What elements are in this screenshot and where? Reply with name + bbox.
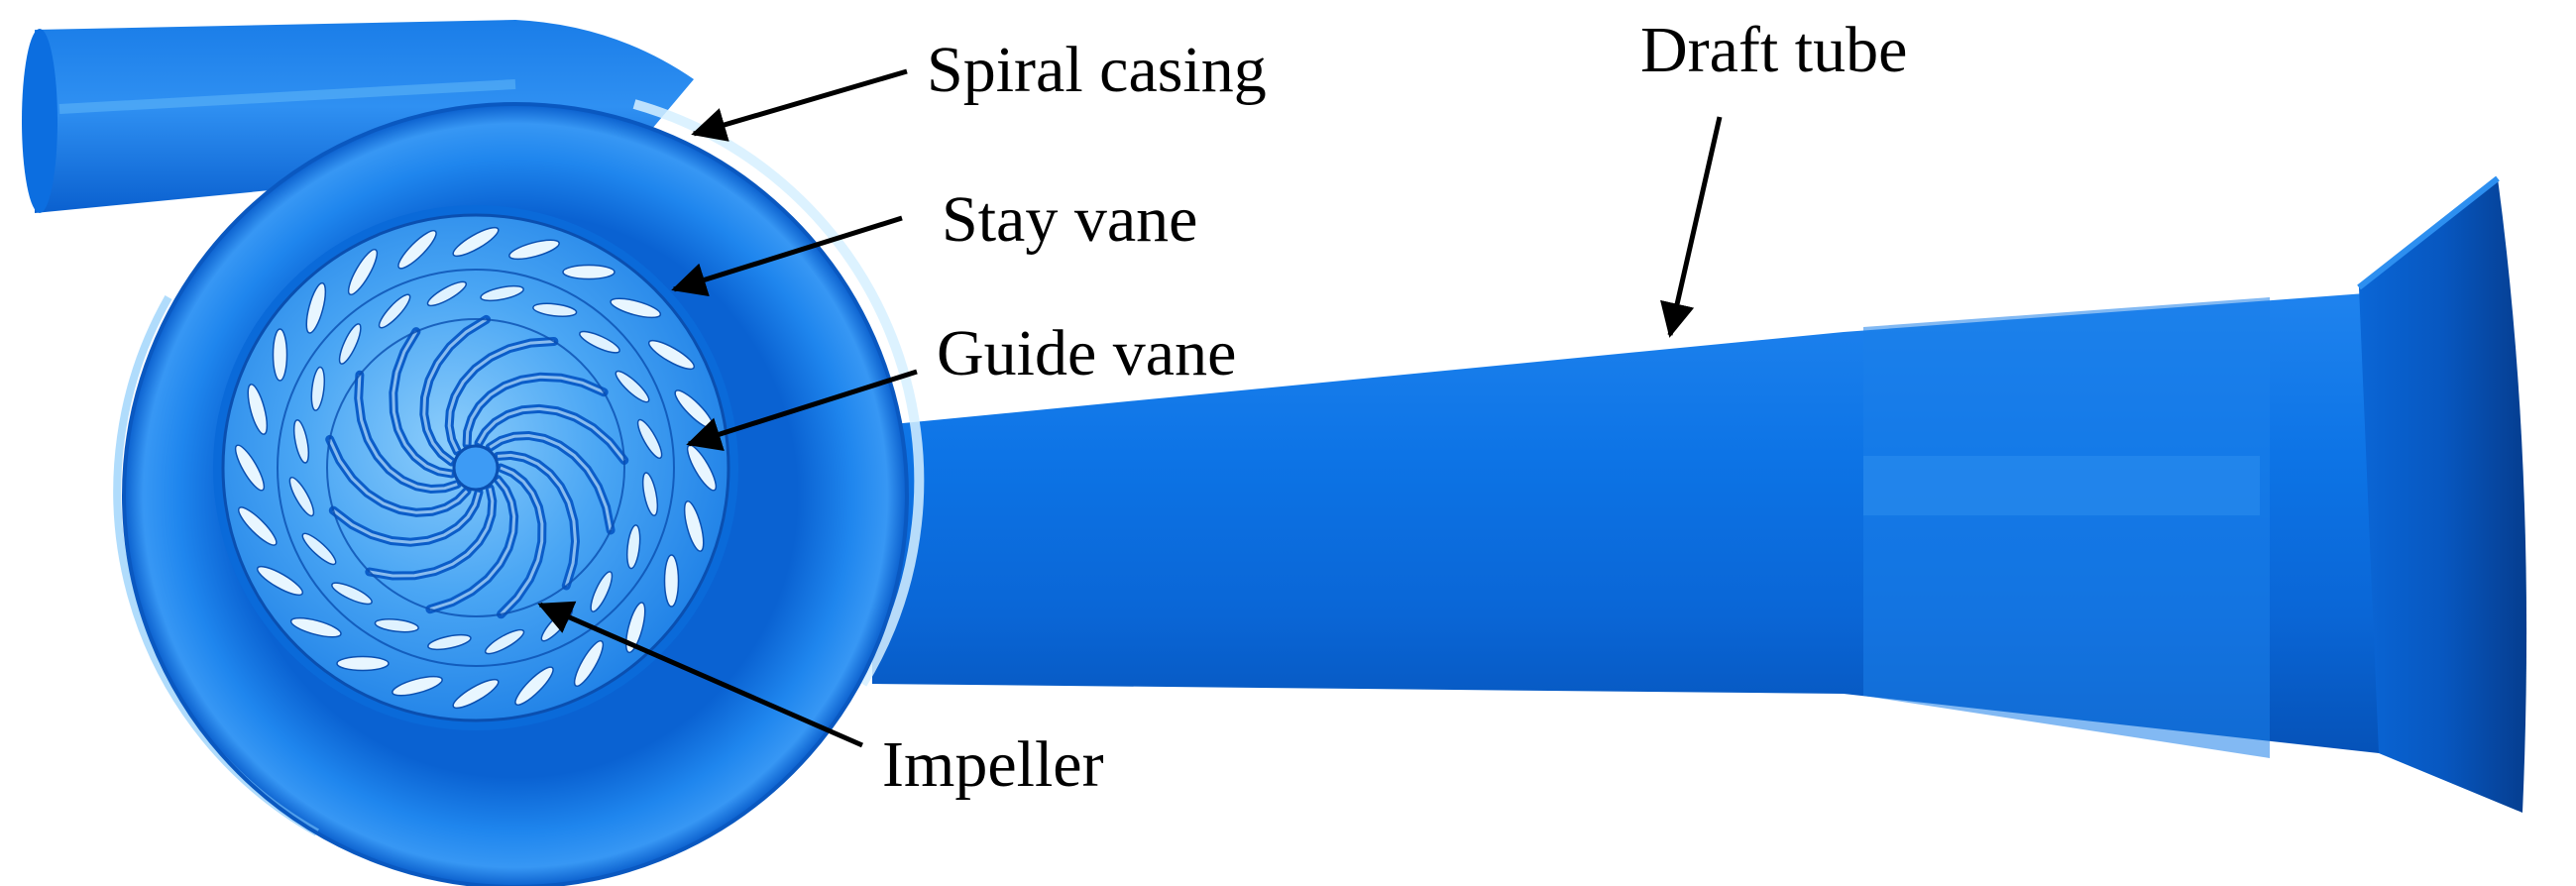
vane — [238, 506, 278, 546]
labels: Spiral casing Stay vane Guide vane Impel… — [882, 14, 1907, 801]
leader-arrows — [537, 68, 1723, 748]
vane — [336, 655, 390, 672]
stay-vane-label: Stay vane — [942, 183, 1197, 256]
vane — [256, 565, 304, 597]
impeller-blade-highlight — [447, 340, 555, 453]
vane — [625, 524, 641, 570]
impeller-arrow — [537, 601, 864, 748]
vane — [579, 330, 620, 354]
vane — [292, 419, 310, 464]
guide-vane-label: Guide vane — [937, 317, 1236, 389]
impeller-label: Impeller — [882, 728, 1104, 801]
vane — [610, 297, 662, 319]
vane — [301, 532, 337, 566]
vane — [663, 554, 680, 608]
vane — [647, 339, 696, 371]
vane — [636, 418, 663, 460]
vane — [590, 571, 614, 612]
spiral-casing-arrow — [691, 68, 908, 142]
impeller-blade-highlight — [429, 478, 516, 611]
vane — [310, 366, 326, 411]
impeller-blade-highlight — [392, 330, 452, 476]
vane — [532, 302, 578, 318]
impeller-blade-highlight — [328, 438, 469, 514]
vane — [562, 264, 616, 280]
vane-assembly — [213, 205, 738, 730]
vane — [289, 616, 342, 638]
impeller-blade-highlight — [489, 433, 613, 531]
guide-vane-arrow — [686, 369, 918, 451]
vane — [272, 328, 288, 382]
vane — [247, 384, 269, 435]
spiral-casing-label: Spiral casing — [927, 34, 1267, 106]
vane — [452, 226, 500, 258]
vane-shapes — [234, 226, 718, 710]
impeller-blade-highlight — [422, 318, 488, 464]
vane — [392, 675, 443, 697]
vane — [641, 472, 659, 516]
vane — [484, 628, 525, 655]
impeller-blade-highlight — [497, 453, 578, 587]
vane — [615, 370, 650, 403]
vane — [347, 248, 379, 296]
impeller-blade-highlight — [465, 375, 605, 445]
vane — [374, 617, 419, 633]
vane — [573, 639, 605, 688]
vane — [338, 323, 362, 365]
vane — [331, 582, 373, 606]
vane — [508, 239, 560, 261]
impeller-blade-highlight — [500, 466, 544, 615]
stay-vane-arrow — [671, 215, 903, 297]
impeller-blade-highlight — [369, 488, 495, 578]
impeller-blade-highlight — [357, 375, 458, 492]
impeller-blade-highlight — [477, 406, 625, 462]
vane — [234, 444, 266, 492]
vane — [426, 280, 468, 307]
vane — [624, 602, 646, 654]
vane — [305, 281, 327, 334]
vane — [288, 476, 315, 517]
draft-tube-label: Draft tube — [1640, 14, 1907, 86]
vane — [514, 666, 554, 706]
draft-tube-arrow — [1660, 116, 1723, 338]
vane — [427, 633, 472, 651]
vane — [480, 284, 524, 302]
vane — [452, 678, 500, 710]
vane — [397, 230, 437, 270]
impeller-blade-highlight — [332, 492, 481, 544]
draft-tube — [872, 175, 2527, 813]
vane — [378, 293, 411, 329]
vane — [683, 500, 705, 552]
